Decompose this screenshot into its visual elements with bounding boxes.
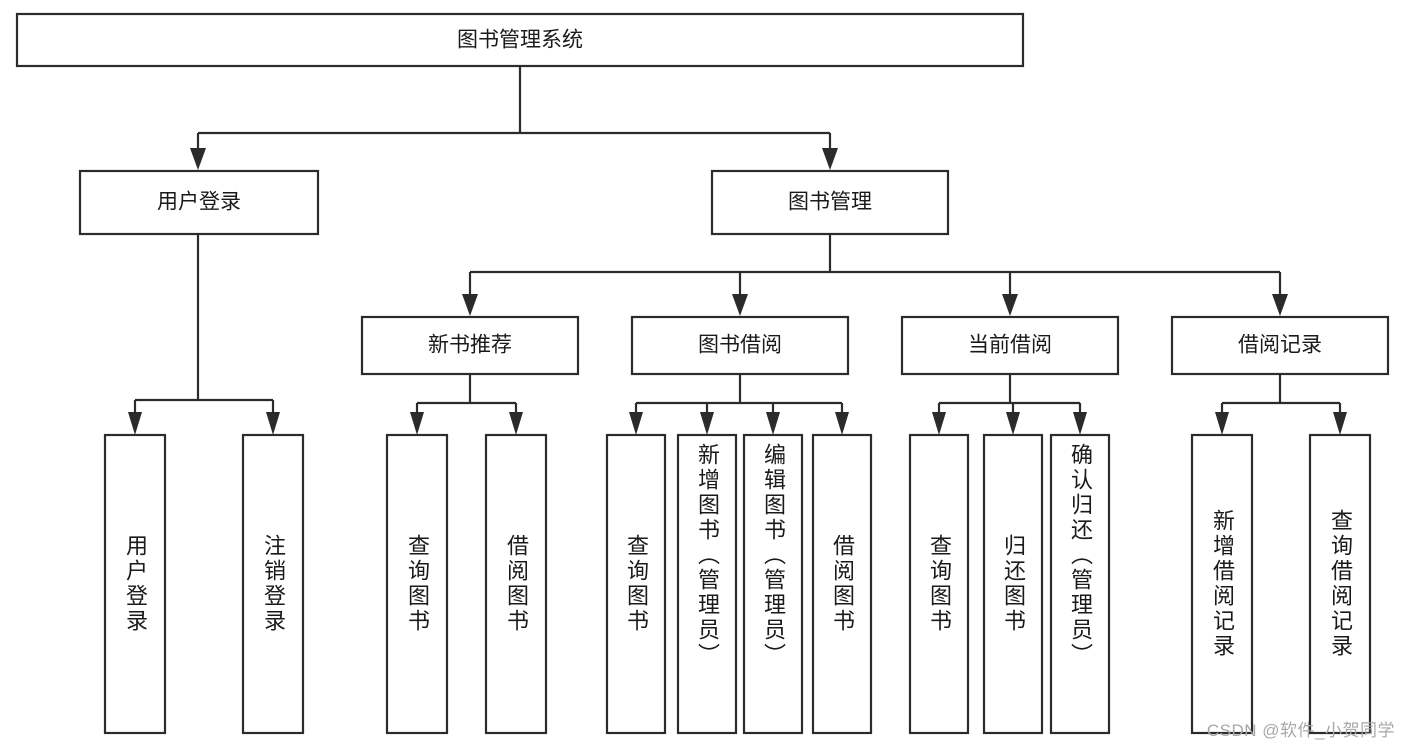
arrow-head-leaf-query-record — [1333, 412, 1347, 435]
connector-group-book-borrow — [629, 374, 849, 435]
node-root[interactable]: 图书管理系统 — [15, 12, 1025, 68]
node-book-borrow[interactable]: 图书借阅 — [630, 315, 850, 376]
node-new-book-rec-rect[interactable] — [360, 315, 580, 376]
arrow-head-book-manage — [822, 148, 838, 170]
connector-group-new-book-rec — [410, 374, 523, 435]
node-leaf-borrow-book-2-rect[interactable] — [811, 433, 873, 735]
node-root-rect[interactable] — [15, 12, 1025, 68]
node-leaf-query-book-2-rect[interactable] — [605, 433, 667, 735]
node-leaf-logout-rect[interactable] — [241, 433, 305, 735]
arrow-head-user-login — [190, 148, 206, 170]
arrow-head-new-book-rec — [462, 294, 478, 316]
node-leaf-borrow-book-1-rect[interactable] — [484, 433, 548, 735]
node-leaf-confirm-return-rect[interactable] — [1049, 433, 1111, 735]
connector-group-book-manage — [462, 234, 1288, 316]
arrow-head-leaf-borrow-book-1 — [509, 412, 523, 435]
csdn-watermark: CSDN @软件_小贺同学 — [1206, 721, 1395, 740]
arrow-head-leaf-add-record — [1215, 412, 1229, 435]
arrow-head-leaf-edit-book — [766, 412, 780, 435]
node-new-book-rec[interactable]: 新书推荐 — [360, 315, 580, 376]
node-current-borrow[interactable]: 当前借阅 — [900, 315, 1120, 376]
node-new-book-rec-label: 新书推荐 — [428, 334, 512, 357]
connector-group-root — [190, 66, 838, 170]
node-user-login-rect[interactable] — [78, 169, 320, 236]
node-user-login-label: 用户登录 — [157, 191, 241, 214]
node-leaf-add-book-rect[interactable] — [676, 433, 738, 735]
node-current-borrow-rect[interactable] — [900, 315, 1120, 376]
arrow-head-book-borrow — [732, 294, 748, 316]
node-leaf-edit-book-rect[interactable] — [742, 433, 804, 735]
node-leaf-query-book-1-rect[interactable] — [385, 433, 449, 735]
node-book-manage-label: 图书管理 — [788, 191, 872, 214]
node-borrow-record[interactable]: 借阅记录 — [1170, 315, 1390, 376]
node-leaf-query-record-rect[interactable] — [1308, 433, 1372, 735]
arrow-head-leaf-add-book — [700, 412, 714, 435]
arrow-head-current-borrow — [1002, 294, 1018, 316]
node-book-borrow-label: 图书借阅 — [698, 334, 782, 357]
leaf-boxes — [103, 433, 1372, 735]
arrow-head-leaf-query-book-2 — [629, 412, 643, 435]
node-leaf-query-book-3-rect[interactable] — [908, 433, 970, 735]
arrow-head-leaf-query-book-3 — [932, 412, 946, 435]
node-current-borrow-label: 当前借阅 — [968, 334, 1052, 357]
arrow-head-leaf-user-login — [128, 412, 142, 435]
connector-group-borrow-record — [1215, 374, 1347, 435]
node-leaf-add-record-rect[interactable] — [1190, 433, 1254, 735]
node-borrow-record-rect[interactable] — [1170, 315, 1390, 376]
node-borrow-record-label: 借阅记录 — [1238, 334, 1322, 357]
arrow-head-leaf-query-book-1 — [410, 412, 424, 435]
arrow-head-leaf-confirm-return — [1073, 412, 1087, 435]
connector-group-current-borrow — [932, 374, 1087, 435]
node-leaf-user-login-rect[interactable] — [103, 433, 167, 735]
node-book-borrow-rect[interactable] — [630, 315, 850, 376]
arrow-head-leaf-borrow-book-2 — [835, 412, 849, 435]
arrow-head-leaf-return-book — [1006, 412, 1020, 435]
node-leaf-return-book-rect[interactable] — [982, 433, 1044, 735]
node-book-manage-rect[interactable] — [710, 169, 950, 236]
node-book-manage[interactable]: 图书管理 — [710, 169, 950, 236]
node-user-login[interactable]: 用户登录 — [78, 169, 320, 236]
arrow-head-borrow-record — [1272, 294, 1288, 316]
arrow-head-leaf-logout — [266, 412, 280, 435]
connector-group-user-login — [128, 234, 280, 435]
node-root-label: 图书管理系统 — [457, 29, 583, 52]
